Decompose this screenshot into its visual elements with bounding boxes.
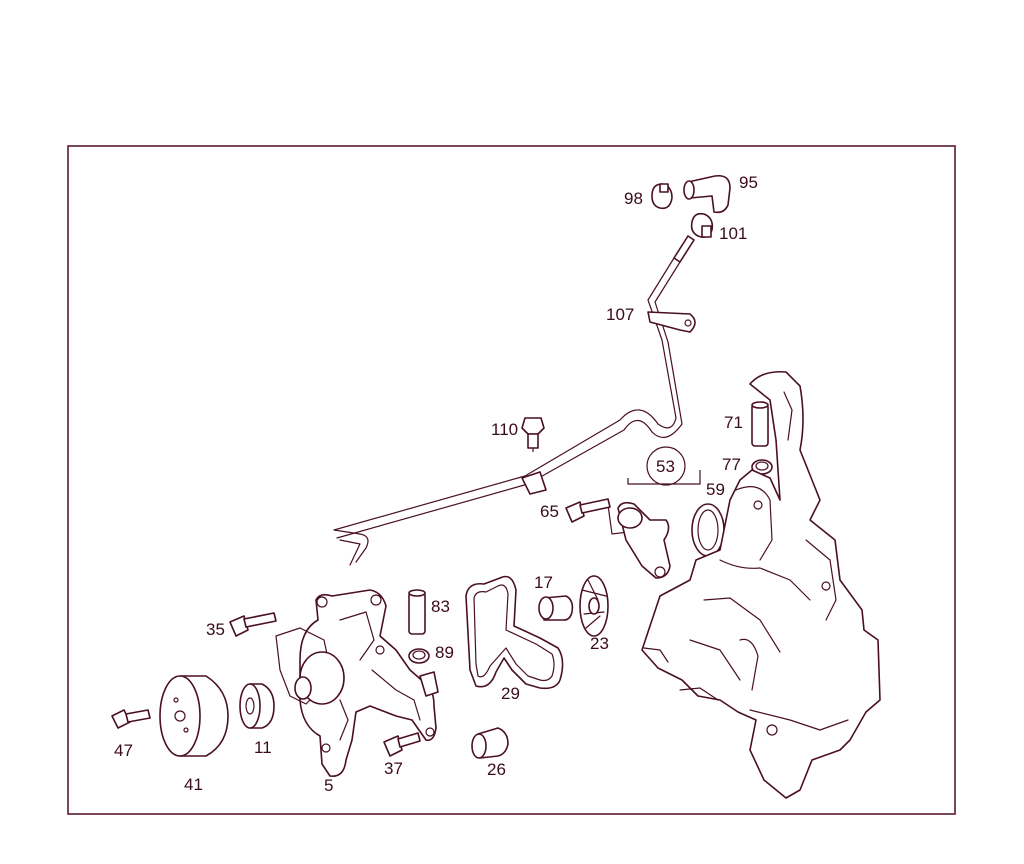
part-5-water-pump (275, 589, 439, 777)
part-17-plug (538, 595, 574, 621)
callout-5: 5 (324, 776, 333, 795)
callout-101: 101 (719, 224, 747, 243)
callout-77: 77 (722, 455, 741, 474)
part-37-bolt (383, 732, 421, 757)
callout-110: 110 (491, 420, 518, 439)
callout-11: 11 (254, 738, 272, 757)
callout-107: 107 (606, 305, 634, 324)
callout-95: 95 (739, 173, 758, 192)
diagram-frame (67, 145, 956, 815)
callout-71: 71 (724, 413, 743, 432)
part-23-impeller (579, 575, 609, 637)
part-26-bushing (471, 727, 509, 759)
part-71-sleeve (751, 401, 769, 447)
engine-block (641, 370, 881, 799)
part-95-elbow-hose (683, 174, 731, 214)
part-83-sleeve (408, 589, 426, 635)
callout-98: 98 (624, 189, 643, 208)
callout-89: 89 (435, 643, 454, 662)
callout-53: 53 (656, 457, 675, 476)
part-65-bolt (565, 498, 611, 523)
callout-35: 35 (206, 620, 225, 639)
callout-47: 47 (114, 741, 133, 760)
callout-37: 37 (384, 759, 403, 778)
callout-23: 23 (590, 634, 609, 653)
part-101-hose-clamp (690, 212, 714, 238)
part-41-pulley (159, 675, 229, 757)
callout-41: 41 (184, 775, 203, 794)
callout-26: 26 (487, 760, 506, 779)
part-11-hub (239, 683, 275, 729)
part-29-gasket (465, 575, 564, 690)
part-59-sealing-ring (691, 503, 725, 557)
callout-17: 17 (534, 573, 553, 592)
callout-29: 29 (501, 684, 520, 703)
part-110-bolt (521, 417, 545, 452)
callout-65: 65 (540, 502, 559, 521)
part-47-bolt (111, 709, 151, 729)
part-107-coolant-pipe (333, 235, 696, 566)
part-98-hose-clamp (651, 183, 673, 210)
part-35-bolt (229, 612, 277, 637)
callout-83: 83 (431, 597, 450, 616)
thermostat-housing (617, 501, 671, 579)
callout-59: 59 (706, 480, 725, 499)
part-89-clamp (408, 648, 430, 664)
